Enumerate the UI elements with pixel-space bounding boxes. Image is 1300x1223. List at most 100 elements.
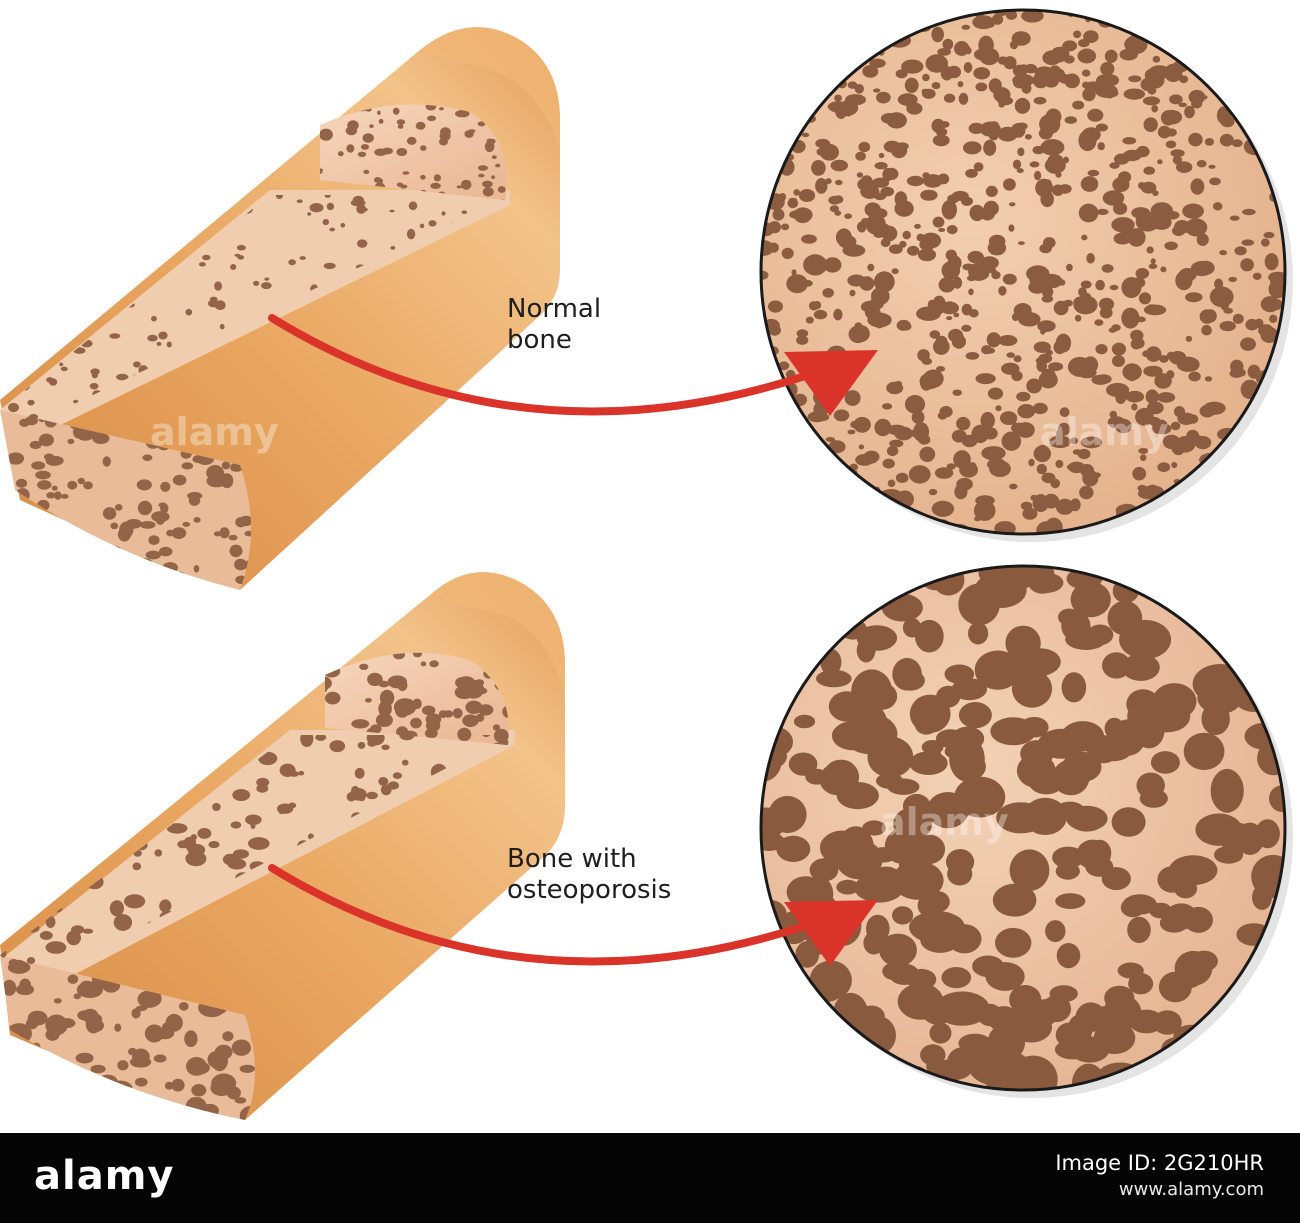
bone-pore bbox=[441, 211, 446, 216]
bone-pore-large bbox=[1159, 913, 1189, 933]
bone-pore bbox=[796, 329, 809, 338]
bone-pore bbox=[510, 360, 515, 364]
bone-pore bbox=[768, 300, 783, 313]
bone-pore bbox=[1029, 161, 1040, 168]
bone-pore bbox=[100, 289, 108, 296]
bone-pore bbox=[198, 262, 206, 267]
bone-pore bbox=[1147, 484, 1158, 495]
bone-pore bbox=[1252, 272, 1262, 280]
bone-pore bbox=[871, 208, 888, 219]
bone-pore bbox=[456, 185, 463, 189]
bone-pore bbox=[880, 186, 895, 197]
bone-pore-large bbox=[761, 1067, 794, 1090]
bone-pore bbox=[176, 203, 182, 208]
bone-pore bbox=[0, 343, 5, 352]
bone-pore-large bbox=[114, 1023, 122, 1032]
bone-pore-large bbox=[1139, 566, 1170, 585]
bone-pore bbox=[932, 134, 950, 147]
bone-pore bbox=[772, 499, 779, 506]
bone-pore-large bbox=[913, 834, 946, 864]
bone-pore bbox=[1219, 133, 1234, 147]
bone-pore bbox=[772, 208, 785, 221]
bone-pore bbox=[1151, 28, 1164, 40]
bone-pore bbox=[1196, 160, 1207, 168]
bone-pore-large bbox=[796, 1069, 837, 1090]
bone-pore-large bbox=[1127, 916, 1151, 944]
bone-pore bbox=[1001, 362, 1020, 375]
bone-pore bbox=[998, 335, 1018, 346]
bone-pore bbox=[856, 530, 868, 534]
bone-pore bbox=[913, 422, 930, 442]
bone-pore bbox=[1270, 510, 1284, 522]
bone-pore bbox=[1263, 231, 1275, 239]
bone-pore bbox=[823, 257, 842, 273]
bone-pore bbox=[987, 387, 1004, 400]
bone-pore-large bbox=[909, 911, 965, 944]
bone-pore bbox=[0, 575, 6, 585]
bone-pore bbox=[1157, 392, 1176, 403]
bone-pore bbox=[357, 151, 367, 157]
bone-pore bbox=[956, 477, 973, 491]
bone-pore bbox=[1217, 67, 1227, 77]
bone-pore bbox=[973, 162, 984, 172]
bone-pore bbox=[1082, 81, 1090, 89]
bone-pore bbox=[1130, 338, 1143, 350]
bone-pore bbox=[766, 523, 784, 534]
bone-pore bbox=[1116, 529, 1123, 534]
bone-pore bbox=[916, 233, 925, 242]
bone-pore bbox=[1239, 459, 1255, 473]
bone-pore bbox=[923, 174, 943, 188]
bone-pore bbox=[1014, 97, 1031, 114]
bone-pore bbox=[1204, 309, 1217, 323]
bone-pore bbox=[818, 450, 828, 459]
bone-pore-large bbox=[823, 566, 852, 583]
bone-pore bbox=[790, 10, 808, 21]
bone-pore bbox=[1264, 253, 1279, 271]
bone-pore bbox=[936, 366, 946, 372]
bone-pore bbox=[58, 559, 72, 570]
bone-pore bbox=[951, 429, 967, 443]
bone-pore bbox=[1087, 108, 1104, 122]
bone-pore-large bbox=[1226, 638, 1252, 666]
bone-pore-large bbox=[132, 862, 142, 871]
bone-pore bbox=[230, 463, 239, 472]
bone-pore bbox=[867, 312, 892, 328]
bone-pore-large bbox=[944, 664, 975, 684]
bone-pore bbox=[850, 420, 861, 429]
bone-pore bbox=[856, 172, 864, 178]
site-url: www.alamy.com bbox=[1118, 1179, 1264, 1200]
bone-pore bbox=[961, 24, 971, 30]
bone-pore bbox=[773, 392, 786, 403]
bone-pore bbox=[830, 159, 848, 172]
bone-pore bbox=[1245, 392, 1254, 397]
bone-pore bbox=[264, 277, 270, 281]
bone-pore bbox=[1272, 63, 1285, 78]
bone-pore-large bbox=[6, 789, 21, 806]
bone-pore bbox=[1200, 95, 1208, 100]
bone-pore bbox=[768, 221, 781, 234]
bone-pore bbox=[27, 508, 38, 517]
bone-pore-large bbox=[425, 719, 441, 732]
bone-pore-large bbox=[462, 714, 479, 727]
bone-pore bbox=[8, 402, 19, 413]
bone-pore bbox=[397, 124, 404, 129]
bone-pore bbox=[767, 61, 785, 78]
bone-pore-large bbox=[895, 670, 925, 691]
bone-pore-large bbox=[836, 879, 860, 895]
bone-pore bbox=[1271, 299, 1283, 310]
bone-pore bbox=[805, 316, 814, 324]
bone-pore bbox=[801, 90, 813, 101]
bone-pore bbox=[1145, 346, 1162, 362]
bone-pore bbox=[50, 333, 56, 340]
bone-pore bbox=[17, 583, 30, 590]
bone-pore bbox=[1112, 355, 1125, 367]
bone-pore-large bbox=[128, 1098, 145, 1111]
bone-pore bbox=[172, 474, 187, 486]
bone-pore bbox=[68, 213, 75, 218]
bone-pore bbox=[849, 289, 856, 297]
bone-pore bbox=[793, 516, 807, 528]
bone-pore-large bbox=[1069, 1036, 1110, 1063]
bone-pore-large bbox=[763, 1071, 793, 1090]
osteoporosis-arrow bbox=[268, 864, 878, 966]
bone-pore-large bbox=[392, 772, 402, 779]
